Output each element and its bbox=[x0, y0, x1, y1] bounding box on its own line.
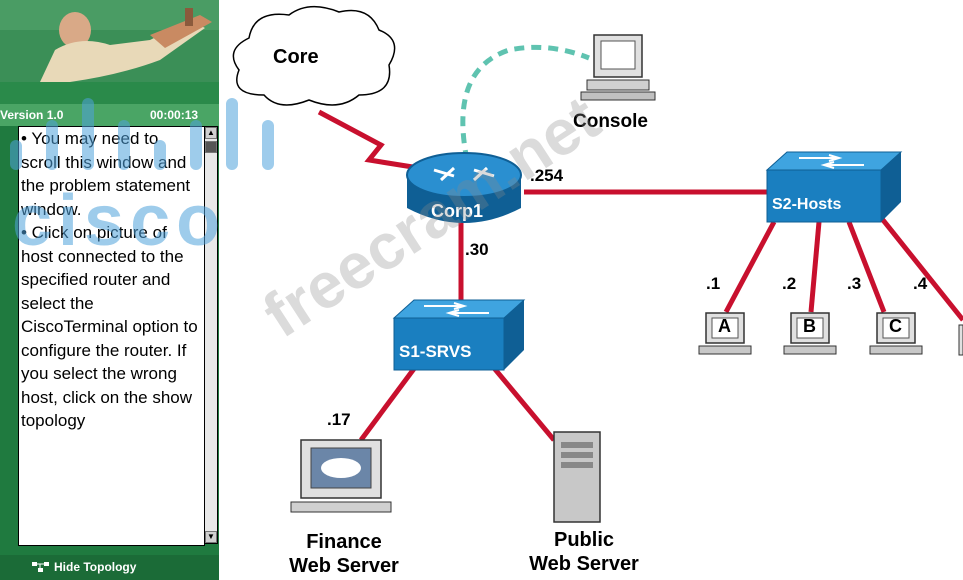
version-bar: Version 1.0 00:00:13 bbox=[0, 104, 219, 126]
console-pc-icon[interactable] bbox=[580, 34, 656, 101]
hide-topology-label: Hide Topology bbox=[54, 560, 137, 574]
host-a-label: A bbox=[718, 316, 731, 336]
link-s1-finance bbox=[358, 360, 422, 442]
topology-diagram: Core Console Corp1 .254 .30 S1-SRVS S2-H… bbox=[219, 0, 963, 580]
topology-canvas bbox=[232, 6, 963, 523]
public-label-line2: Web Server bbox=[529, 553, 639, 575]
host-c-ip: .3 bbox=[847, 274, 862, 293]
core-label: Core bbox=[273, 46, 319, 68]
host-b-ip: .2 bbox=[782, 274, 797, 293]
finance-label: Finance Web Server bbox=[269, 530, 419, 578]
corp1-label: Corp1 bbox=[431, 201, 484, 221]
s1-switch-icon[interactable] bbox=[392, 299, 526, 371]
timer: 00:00:13 bbox=[150, 108, 199, 122]
public-label: Public Web Server bbox=[509, 528, 659, 576]
topology-icon bbox=[32, 562, 49, 572]
host-c-label: C bbox=[889, 316, 902, 336]
banner-image bbox=[0, 0, 219, 82]
link-s2-host-a bbox=[723, 220, 777, 314]
link-s2-host-c bbox=[846, 221, 887, 313]
console-label: Console bbox=[573, 111, 648, 132]
finance-server-icon[interactable] bbox=[290, 439, 392, 513]
hide-topology-button[interactable]: Hide Topology bbox=[0, 555, 219, 580]
finance-label-line1: Finance bbox=[306, 531, 382, 553]
s2-label: S2-Hosts bbox=[772, 196, 842, 213]
instruction-1: • You may need to scroll this window and… bbox=[21, 129, 191, 219]
instructions-pane[interactable]: • You may need to scroll this window and… bbox=[18, 126, 205, 546]
core-serial-link bbox=[317, 109, 420, 171]
host-c-icon[interactable] bbox=[869, 312, 923, 355]
host-b-icon[interactable] bbox=[783, 312, 837, 355]
corp1-s2-ip: .254 bbox=[530, 166, 564, 185]
finance-ip: .17 bbox=[327, 410, 351, 429]
console-cable bbox=[460, 44, 590, 161]
scroll-down-icon[interactable]: ▼ bbox=[205, 531, 217, 543]
finance-label-line2: Web Server bbox=[289, 555, 399, 577]
link-s1-public bbox=[487, 360, 556, 442]
host-a-ip: .1 bbox=[706, 274, 721, 293]
public-label-line1: Public bbox=[553, 529, 614, 551]
scroll-thumb[interactable] bbox=[205, 141, 217, 153]
public-server-icon[interactable] bbox=[553, 431, 601, 523]
sidebar: Version 1.0 00:00:13 • You may need to s… bbox=[0, 0, 219, 580]
scroll-up-icon[interactable]: ▲ bbox=[205, 127, 217, 139]
corp1-s1-ip: .30 bbox=[465, 240, 489, 259]
s1-label: S1-SRVS bbox=[399, 342, 472, 361]
host-b-label: B bbox=[803, 316, 816, 336]
banner-strip bbox=[0, 82, 219, 104]
instruction-2: • Click on picture of host connected to … bbox=[21, 223, 198, 430]
core-cloud-icon[interactable] bbox=[232, 6, 396, 106]
version-label: Version 1.0 bbox=[0, 108, 64, 122]
link-s2-host-b bbox=[808, 221, 822, 313]
banner-figure-icon bbox=[0, 0, 219, 82]
corp1-router-icon[interactable] bbox=[406, 152, 522, 223]
instructions-scrollbar[interactable]: ▲ ▼ bbox=[204, 126, 218, 544]
host-d-icon[interactable] bbox=[958, 324, 963, 356]
host-d-ip: .4 bbox=[913, 274, 928, 293]
link-s2-host-d bbox=[877, 213, 963, 322]
s2-switch-icon[interactable] bbox=[765, 151, 903, 223]
host-a-icon[interactable] bbox=[698, 312, 752, 355]
